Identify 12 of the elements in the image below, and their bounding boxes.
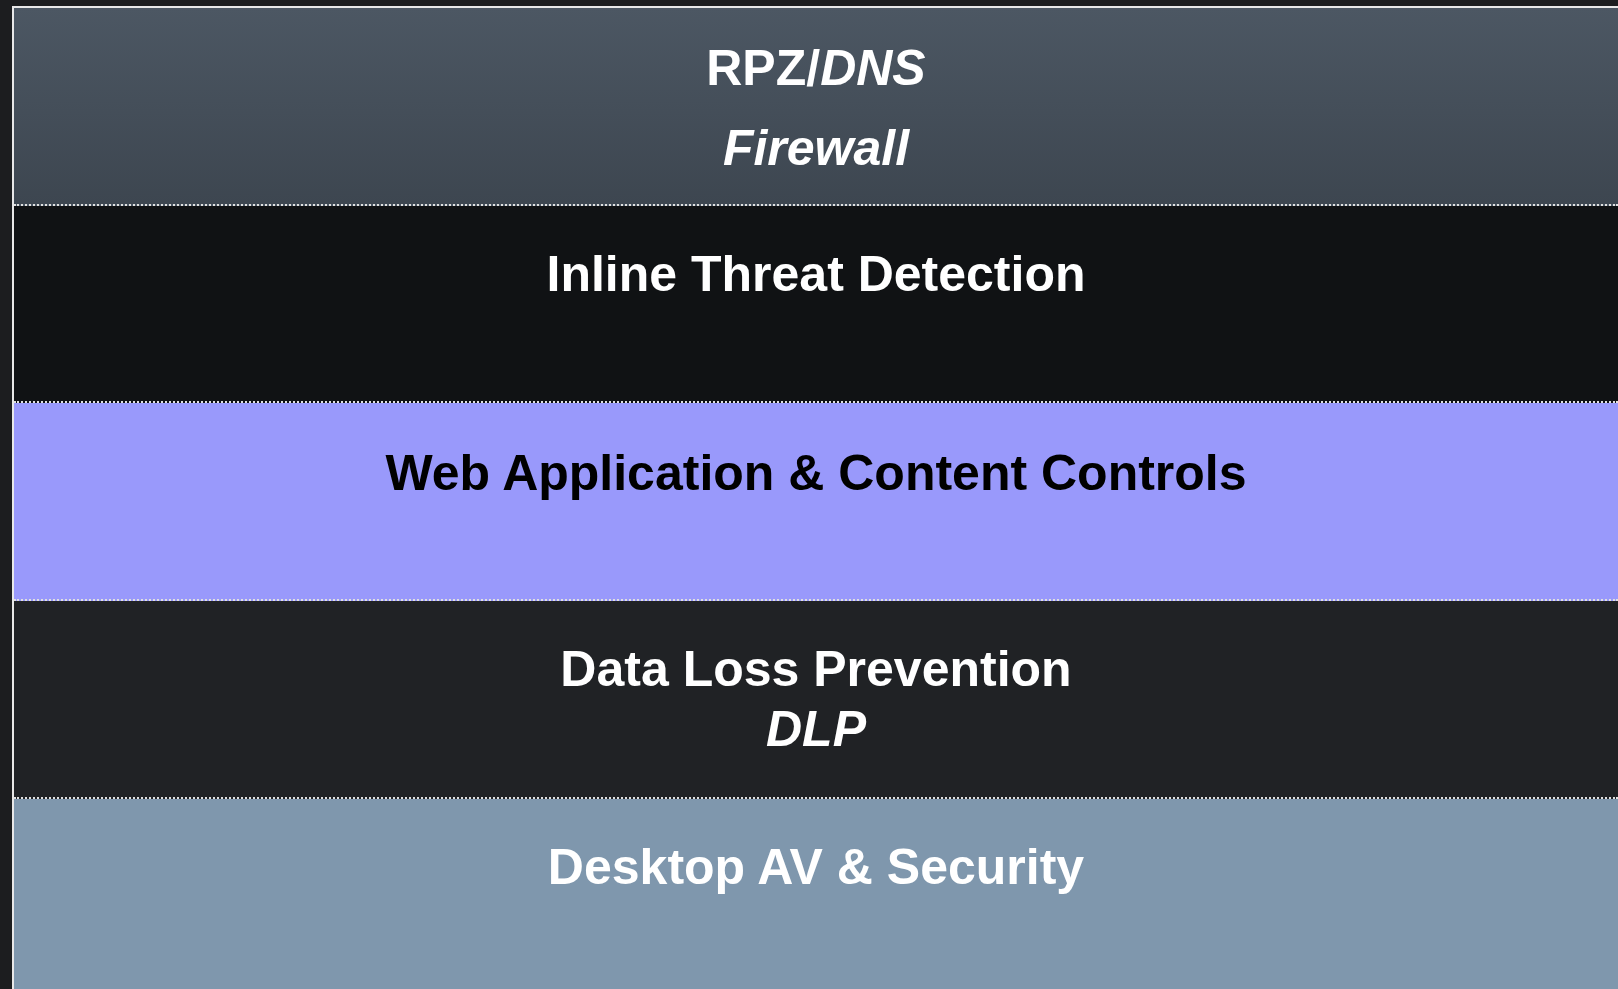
layer-title: Web Application & Content Controls: [385, 444, 1247, 503]
layer-subtitle: DLP: [766, 700, 866, 759]
layer-title: Data Loss Prevention: [560, 640, 1072, 699]
layer-title: Desktop AV & Security: [547, 838, 1085, 897]
layer-band: [14, 403, 1618, 601]
layer-band: [14, 799, 1618, 989]
layer-subtitle: Firewall: [722, 119, 910, 178]
layer-band: [14, 8, 1618, 206]
layer-title: RPZ/DNS: [706, 39, 926, 98]
layer-band: [14, 601, 1618, 799]
layer-band: [14, 206, 1618, 403]
layer-title: Inline Threat Detection: [546, 245, 1086, 304]
